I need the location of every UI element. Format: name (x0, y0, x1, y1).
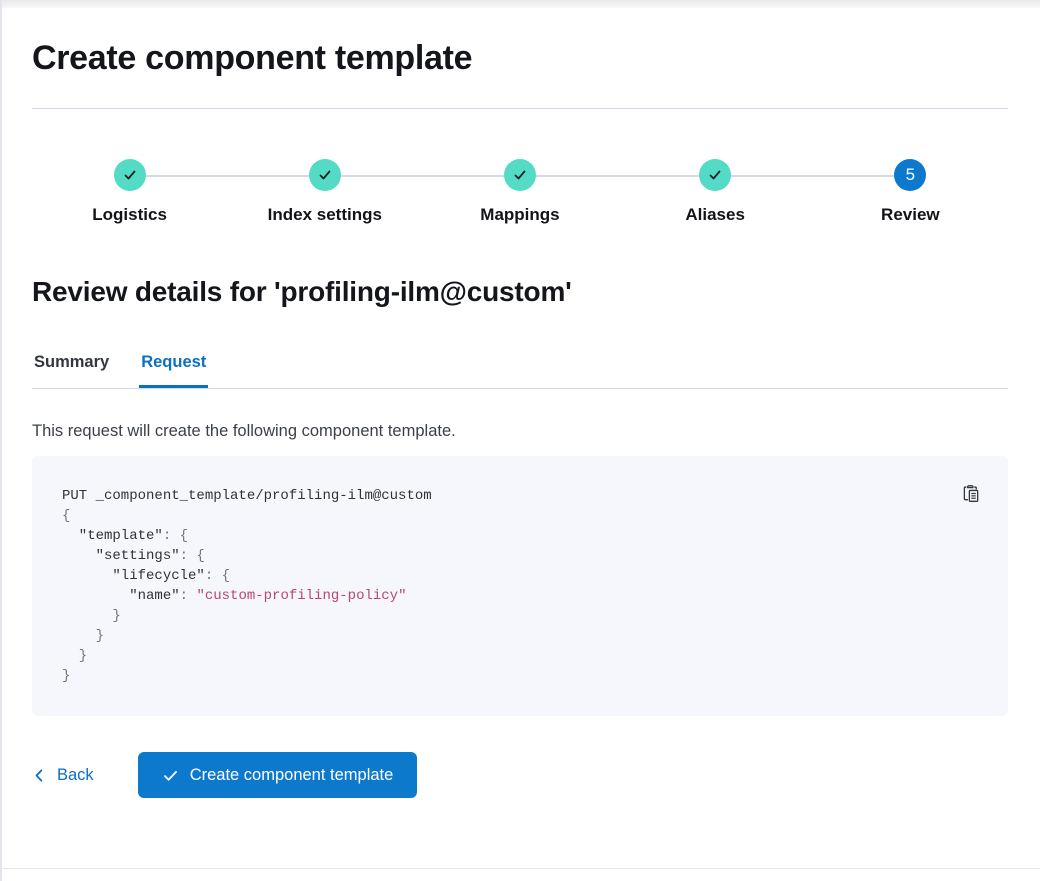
step-mappings[interactable]: Mappings (422, 159, 617, 225)
copy-to-clipboard-button[interactable] (960, 482, 982, 504)
step-progress-indicator: Logistics Index settings Mappings Aliase… (32, 159, 1008, 225)
request-description: This request will create the following c… (32, 422, 456, 440)
check-icon (124, 170, 135, 180)
create-component-template-button[interactable]: Create component template (137, 752, 418, 798)
check-icon (514, 170, 526, 180)
step-current-circle: 5 (894, 159, 927, 191)
step-label: Logistics (92, 205, 167, 224)
window-top-edge (0, 0, 1040, 8)
step-logistics[interactable]: Logistics (32, 159, 227, 225)
review-details-heading: Review details for 'profiling-ilm@custom… (32, 276, 572, 307)
title-divider (32, 108, 1008, 109)
back-button-label: Back (57, 765, 94, 784)
step-label: Index settings (267, 205, 382, 224)
bottom-divider (0, 868, 1040, 869)
step-aliases[interactable]: Aliases (618, 159, 813, 225)
code-line: "lifecycle": { (62, 568, 231, 584)
create-component-template-page: Create component template Logistics Inde… (0, 38, 1040, 798)
check-icon (319, 170, 331, 180)
check-icon (163, 770, 177, 781)
code-line: "template": { (62, 528, 189, 544)
window-left-edge (0, 0, 2, 881)
tab-request[interactable]: Request (139, 353, 209, 388)
tab-summary[interactable]: Summary (32, 353, 111, 388)
step-complete-circle (503, 159, 536, 191)
step-complete-circle (699, 159, 732, 191)
code-line: { (62, 508, 71, 524)
copy-clipboard-icon (963, 484, 978, 502)
code-line: "name": "custom-profiling-policy" (62, 588, 407, 604)
code-line: } (62, 608, 121, 624)
code-line: "settings": { (62, 548, 205, 564)
back-button[interactable]: Back (32, 766, 94, 785)
code-line: } (62, 628, 105, 644)
create-button-label: Create component template (189, 765, 394, 784)
chevron-left-icon (35, 768, 43, 782)
request-code-block: PUT _component_template/profiling-ilm@cu… (32, 456, 1008, 716)
step-review[interactable]: 5 Review (813, 159, 1008, 225)
step-label: Mappings (480, 205, 560, 224)
review-tabs: Summary Request (32, 353, 1008, 389)
step-index-settings[interactable]: Index settings (227, 159, 422, 225)
code-line: } (62, 648, 88, 664)
step-number: 5 (905, 165, 916, 184)
code-line: } (62, 668, 71, 684)
code-line: PUT _component_template/profiling-ilm@cu… (62, 488, 432, 504)
step-complete-circle (308, 159, 341, 191)
page-title: Create component template (32, 39, 473, 77)
step-label: Review (881, 205, 940, 224)
footer-actions: Back Create component template (32, 752, 1008, 798)
step-label: Aliases (685, 205, 745, 224)
check-icon (709, 170, 721, 180)
step-complete-circle (113, 159, 146, 191)
